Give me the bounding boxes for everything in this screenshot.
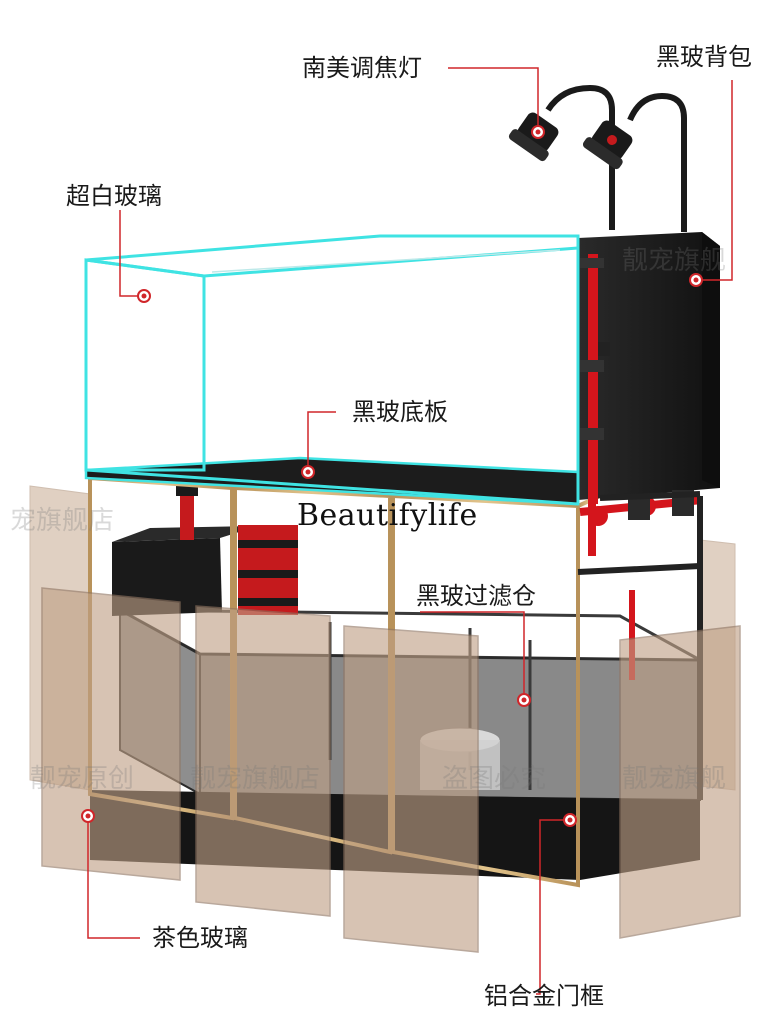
- label-bottom-plate: 黑玻底板: [352, 398, 448, 426]
- skimmer-pipe-cap: [176, 486, 198, 496]
- skimmer-pipe: [180, 490, 194, 540]
- backpack-pipe-joint-3: [580, 428, 604, 440]
- skimmer-block: [112, 486, 298, 616]
- tank-top-back: [85, 234, 580, 262]
- backpack-pipe-valve: [598, 342, 610, 356]
- tank-inner-rim: [211, 249, 561, 273]
- brand-text: Beautifylife: [297, 498, 478, 533]
- tea-glass-panels-front: [41, 587, 741, 953]
- pipe-coupling-1: [628, 494, 650, 520]
- callout-line-bottom-plate: [307, 411, 336, 472]
- label-door-frame: 铝合金门框: [484, 982, 604, 1010]
- label-backpack: 黑玻背包: [656, 43, 752, 71]
- callout-dot-bottom-plate: [301, 465, 315, 479]
- backpack-front: [578, 232, 720, 500]
- pipe-joint-round-1: [588, 506, 608, 526]
- watermark-6: 靓宠原创: [30, 764, 135, 794]
- tank-bottom-front: [85, 468, 579, 506]
- callout-dot-backpack: [689, 273, 703, 287]
- callout-dots: [81, 125, 703, 827]
- watermark-2: 宠旗舰店: [10, 506, 115, 536]
- backpack-pipe-joint-2: [580, 360, 604, 372]
- lamp-head-2: [582, 120, 633, 170]
- backpack-side: [702, 232, 720, 488]
- backpack-pipe-joint-1: [580, 258, 604, 268]
- tea-glass-panel-2: [195, 605, 331, 917]
- watermark-3: 靓宠旗舰店: [190, 764, 321, 794]
- watermark-1: 靓宠旗舰: [622, 246, 727, 276]
- skimmer-red-stripe-2: [238, 570, 298, 578]
- backpack-group: [578, 232, 720, 680]
- callout-line-ultra-clear: [119, 210, 144, 297]
- callout-dot-door-frame: [563, 813, 577, 827]
- callout-dot-lamp: [531, 125, 545, 139]
- label-lamp: 南美调焦灯: [302, 54, 422, 82]
- callout-line-door-frame: [536, 819, 570, 995]
- callout-dot-sump: [517, 693, 531, 707]
- callout-dot-tea-glass: [81, 809, 95, 823]
- label-ultra-clear-glass: 超白玻璃: [66, 182, 162, 210]
- callout-line-sump: [420, 611, 525, 700]
- label-filter-sump: 黑玻过滤仓: [416, 582, 536, 610]
- tea-glass-panel-3: [343, 625, 479, 953]
- callout-dot-ultra-clear: [137, 289, 151, 303]
- label-tea-glass: 茶色玻璃: [152, 924, 248, 952]
- skimmer-black-box: [112, 538, 222, 616]
- callout-line-lamp: [448, 67, 539, 132]
- tank-top-front: [85, 246, 579, 278]
- backpack-pipe-vertical: [588, 254, 598, 504]
- stand-rail-right-top: [599, 491, 701, 501]
- lamp-group: [508, 84, 687, 232]
- tea-glass-panel-1: [41, 587, 181, 881]
- watermark-4: 盗图必究: [442, 764, 547, 794]
- skimmer-red-stripe-1: [238, 540, 298, 548]
- callout-line-backpack: [696, 80, 733, 281]
- stand-rail-top-right: [577, 563, 701, 575]
- watermark-5: 靓宠旗舰: [622, 764, 727, 794]
- lamp-neck-1: [545, 84, 615, 230]
- callout-line-tea-glass: [87, 816, 140, 939]
- tea-glass-panel-4: [619, 625, 741, 939]
- lamp-neck-2: [627, 92, 687, 232]
- skimmer-red-stripe-3: [238, 598, 298, 606]
- callout-lines: [87, 67, 733, 995]
